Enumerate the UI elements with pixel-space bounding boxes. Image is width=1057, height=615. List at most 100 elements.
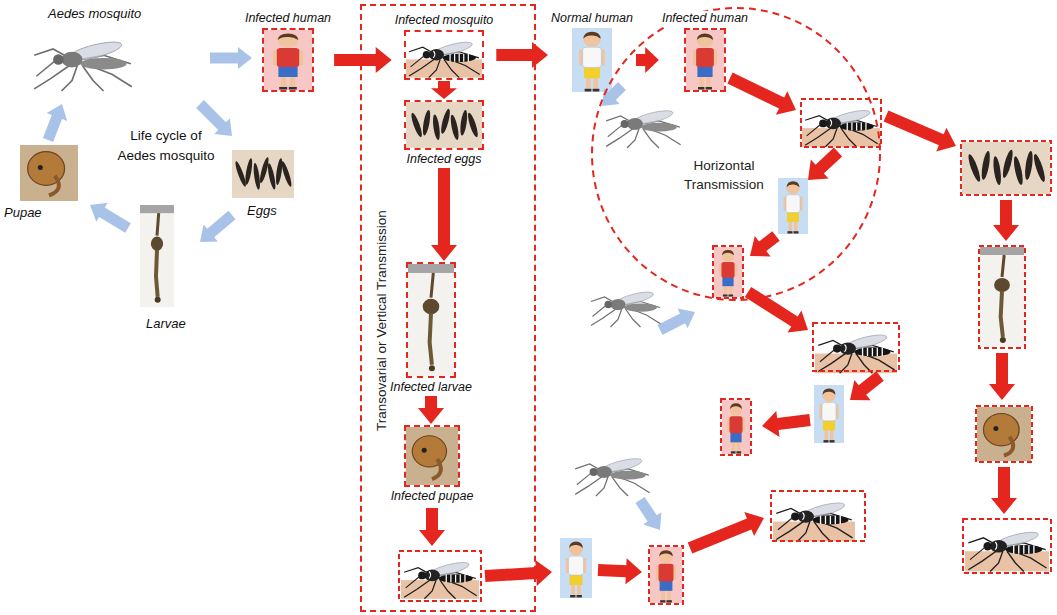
mosquito-stripe [460,575,461,583]
mosquito-stripe [877,348,878,356]
transmission-arrow [334,47,392,73]
egg [1024,151,1034,181]
mosquito-abdomen [80,58,126,70]
egg [1001,149,1015,179]
mosquito-head [791,513,799,521]
mosquito-stripe [835,516,836,524]
infected-human-picture [722,400,750,454]
pupa-eye [422,448,427,453]
mosquito-stripe [867,348,868,356]
picture-ground [408,264,454,376]
larva-head [155,297,161,303]
transmission-arrow [418,396,444,424]
node-label: Infected human [243,11,333,26]
mosquito-marking [845,345,847,352]
water-surface [408,264,454,273]
mosquito-proboscis [970,548,984,560]
dashed-frame [976,406,1032,462]
mosquito-stripe [1033,545,1034,553]
egg [432,114,441,140]
human-shirt [569,556,584,575]
picture-ground [977,407,1031,461]
infected-human-picture [650,547,682,603]
mosquito-head [53,54,64,65]
infected-human-picture [714,247,742,297]
human-shoe [830,440,835,442]
human-shirt [277,48,299,67]
caption-label: Life cycle of Aedes mosquito [110,126,222,166]
mosquito-proboscis [778,518,792,529]
mosquito-stripe [455,575,456,583]
infected-mosquito-picture [965,529,1049,571]
egg [244,158,254,185]
mosquito-marking [803,513,805,520]
human-shoe [289,87,297,90]
red-arrow [762,411,811,437]
dashed-frame [961,141,1051,195]
picture-ground [814,385,844,443]
mosquito-leg [825,128,837,147]
mosquito-stripe [872,348,873,356]
mosquito-stripe [454,54,455,62]
blue-arrow [635,497,661,530]
infected-human-picture [686,30,724,90]
egg [992,156,1002,186]
node-frame [572,28,612,92]
mosquito-abdomen [442,54,475,62]
mosquito-stripe [865,123,866,131]
human-head [787,182,800,194]
egg [980,151,991,181]
picture-ground [232,150,294,198]
picture-ground [686,30,724,90]
mosquito-stripe [820,516,821,524]
mosquito-marking [830,120,832,127]
mosquito-stripe [468,54,469,62]
egg [421,110,431,136]
mosquito-abdomen [438,574,472,583]
human-shorts [570,574,583,585]
mosquito-leg [798,522,810,542]
eggs-picture [962,142,1050,194]
human-shirt [729,416,742,433]
blue-arrow [658,309,696,335]
mosquito-picture [591,289,661,327]
mosquito-leg [990,551,1003,571]
infected-human-box: Infected human [660,11,750,92]
infected-eggs-box: Infected eggs [404,100,484,167]
egg [449,114,460,140]
infected-human-box: Infected human [243,11,333,92]
eggs-picture [232,150,294,198]
larva-siphon [431,273,433,298]
normal-human-box: Normal human [549,11,635,92]
egg [1012,156,1024,186]
mosquito-head [833,345,841,353]
pupa-tail [432,459,441,479]
mosquito-abdomen [839,122,873,131]
normal-human-picture [572,28,612,92]
mosquito-proboscis [36,62,54,77]
picture-ground [572,28,612,92]
mosquito-head [605,301,613,309]
human-shorts [697,66,712,77]
mosquito-proboscis [593,306,606,317]
egg [266,163,277,190]
red-arrow [598,558,642,584]
red-arrow [991,467,1017,514]
human-shirt [583,47,602,67]
dashed-frame [813,323,899,371]
mosquito-head [423,51,431,59]
human-shoe [593,89,600,92]
picture-ground [980,247,1024,347]
picture-ground [406,102,482,148]
human-shirt [721,262,734,278]
normal-human-picture [778,178,808,234]
node-frame [404,425,460,487]
mosquito-stripe [830,516,831,524]
mosquito-stripe [464,575,465,583]
mosquito-abdomen [624,303,657,311]
human-shorts [584,66,600,78]
mosquito-abdomen [641,123,676,132]
human-hair [787,181,800,187]
